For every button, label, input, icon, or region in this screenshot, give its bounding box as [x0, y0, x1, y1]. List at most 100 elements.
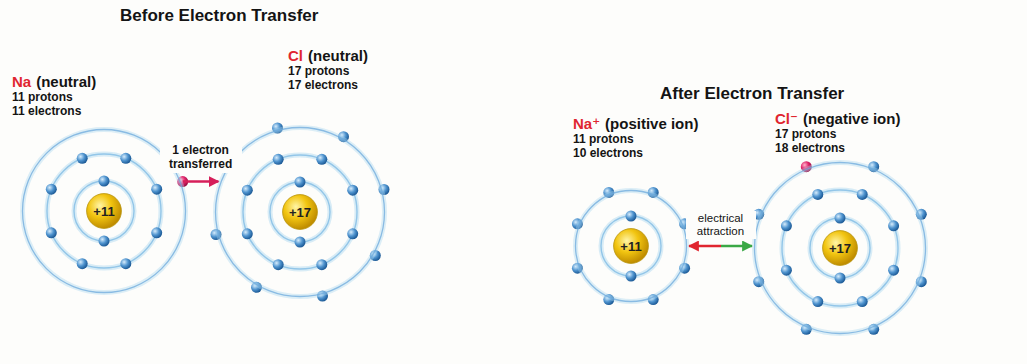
nucleus-ball — [614, 229, 649, 264]
shell-ring — [74, 181, 134, 241]
electron — [77, 153, 88, 164]
nucleus-charge: +11 — [93, 204, 114, 219]
electron — [835, 273, 846, 284]
panel-heading-box: After Electron Transfer — [660, 84, 844, 104]
atom-caption: Na⁺ (positive ion)11 protons10 electrons — [573, 115, 698, 160]
electron — [120, 153, 131, 164]
electron — [120, 258, 131, 269]
atom-shell: Na⁺(positive ion)11 protons10 electrons+… — [573, 188, 689, 304]
shell-ring — [601, 216, 661, 276]
atom-heading: Na⁺ (positive ion) — [573, 115, 698, 132]
shell-ring — [47, 154, 161, 268]
particle-count: 17 protons — [288, 64, 368, 78]
nucleus-charge: +11 — [620, 239, 641, 254]
atom-caption: Na (neutral)11 protons11 electrons — [12, 73, 96, 118]
nucleus-charge: +17 — [829, 241, 851, 256]
electron — [888, 220, 899, 231]
shell-ring — [243, 155, 357, 269]
shell-ring — [47, 154, 161, 268]
atom-shell: Cl⁻(negative ion)17 protons18 electrons+… — [752, 160, 928, 336]
nucleus: +17 — [822, 230, 858, 266]
particle-count: 18 electrons — [775, 141, 900, 155]
edge-label-box: 1 electron transferred — [160, 143, 242, 173]
electron — [781, 220, 792, 231]
electron — [46, 227, 57, 238]
electron — [242, 185, 253, 196]
panel-heading: Before Electron Transfer — [120, 6, 318, 26]
particle-count: 11 protons — [12, 90, 96, 104]
electron — [888, 265, 899, 276]
shell-ring — [601, 216, 661, 276]
ion-state: (negative ion) — [803, 110, 901, 127]
element-symbol: Na⁺ — [573, 115, 600, 132]
arrow-label: electrical attraction — [686, 211, 756, 239]
element-symbol: Cl⁻ — [775, 110, 798, 127]
electron — [347, 228, 358, 239]
atom-heading: Na (neutral) — [12, 73, 96, 90]
transfer-arrow — [183, 180, 219, 183]
shell-ring — [576, 191, 687, 302]
nucleus: +11 — [613, 228, 649, 264]
electron — [781, 265, 792, 276]
shell-ring — [270, 182, 330, 242]
particle-count: 11 protons — [573, 132, 698, 146]
electron — [295, 177, 306, 188]
shell-ring — [810, 218, 870, 278]
electron — [242, 228, 253, 239]
shell-glow — [576, 191, 687, 302]
arrow-label: 1 electron transferred — [160, 143, 242, 173]
ion-state: (neutral) — [36, 73, 96, 90]
electron — [347, 185, 358, 196]
electron — [151, 184, 162, 195]
nucleus-ball — [283, 195, 318, 230]
shell-ring — [810, 218, 870, 278]
electron — [295, 237, 306, 248]
shell-ring — [782, 190, 898, 306]
atom-caption: Cl(neutral)17 protons17 electrons — [288, 47, 368, 92]
electron — [151, 227, 162, 238]
electron — [857, 296, 868, 307]
electron — [835, 213, 846, 224]
electron — [316, 259, 327, 270]
particle-count: 11 electrons — [12, 104, 96, 118]
shell-ring — [74, 181, 134, 241]
nucleus-charge: +17 — [289, 205, 311, 220]
inner-shells — [47, 154, 898, 306]
na-ion-electrons — [572, 187, 690, 305]
nucleus: +11 — [86, 193, 122, 229]
shell-ring — [755, 163, 926, 334]
electron — [77, 258, 88, 269]
element-symbol: Cl — [288, 47, 303, 64]
electron — [273, 259, 284, 270]
edge-label-box: electrical attraction — [686, 211, 756, 239]
shell-glow — [755, 163, 926, 334]
panel-heading: After Electron Transfer — [660, 84, 844, 104]
shell-ring — [270, 182, 330, 242]
particle-count: 17 electrons — [288, 78, 368, 92]
particle-count: 17 protons — [775, 127, 900, 141]
electron — [812, 296, 823, 307]
electron — [316, 154, 327, 165]
particle-count: 10 electrons — [573, 146, 698, 160]
nucleus-ball — [87, 194, 122, 229]
shell-ring — [782, 190, 898, 306]
element-symbol: Na — [12, 73, 31, 90]
atom-caption: Cl⁻ (negative ion)17 protons18 electrons — [775, 110, 900, 155]
electron — [857, 189, 868, 200]
electron — [812, 189, 823, 200]
electron — [626, 271, 637, 282]
panel-heading-box: Before Electron Transfer — [120, 6, 318, 26]
nucleus: +17 — [282, 194, 318, 230]
electron — [99, 236, 110, 247]
shell-ring — [243, 155, 357, 269]
atom-heading: Cl⁻ (negative ion) — [775, 110, 900, 127]
nucleus-ball — [823, 231, 858, 266]
electron — [626, 211, 637, 222]
ion-state: (positive ion) — [605, 115, 698, 132]
atom-heading: Cl(neutral) — [288, 47, 368, 64]
electron — [273, 154, 284, 165]
electron — [46, 184, 57, 195]
